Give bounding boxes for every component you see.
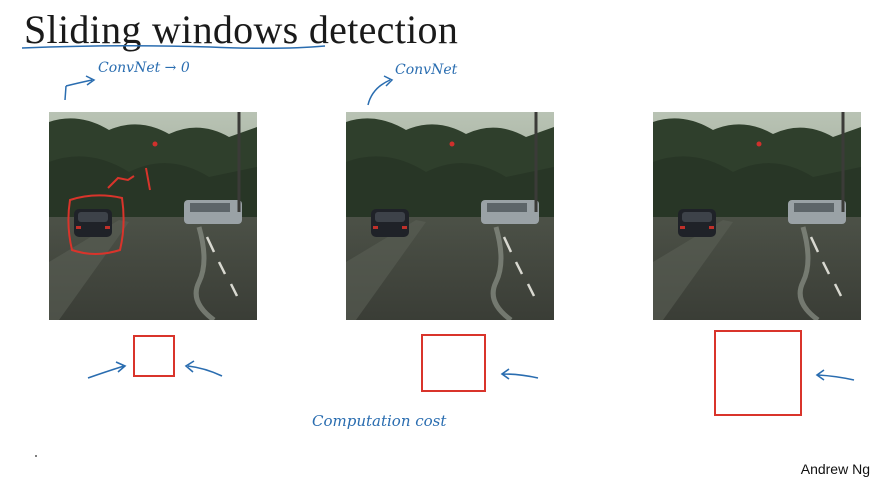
note-computation-cost: Computation cost xyxy=(312,412,447,430)
arrow-icon xyxy=(500,368,539,380)
arrow-icon xyxy=(367,75,394,106)
arrow-icon xyxy=(184,360,223,377)
slide-title: Sliding windows detection xyxy=(24,7,459,52)
window-large xyxy=(714,330,802,416)
road-scene-image-3 xyxy=(653,112,861,320)
window-medium xyxy=(421,334,486,392)
window-small xyxy=(133,335,175,377)
arrow-icon xyxy=(64,75,96,101)
author-credit: Andrew Ng xyxy=(800,461,870,477)
arrow-icon xyxy=(87,361,127,379)
note-convnet: ConvNet xyxy=(395,62,458,78)
road-scene-image-1 xyxy=(49,112,257,320)
arrow-icon xyxy=(815,369,855,381)
road-scene-image-2 xyxy=(346,112,554,320)
note-convnet-output: ConvNet → 0 xyxy=(98,60,190,76)
